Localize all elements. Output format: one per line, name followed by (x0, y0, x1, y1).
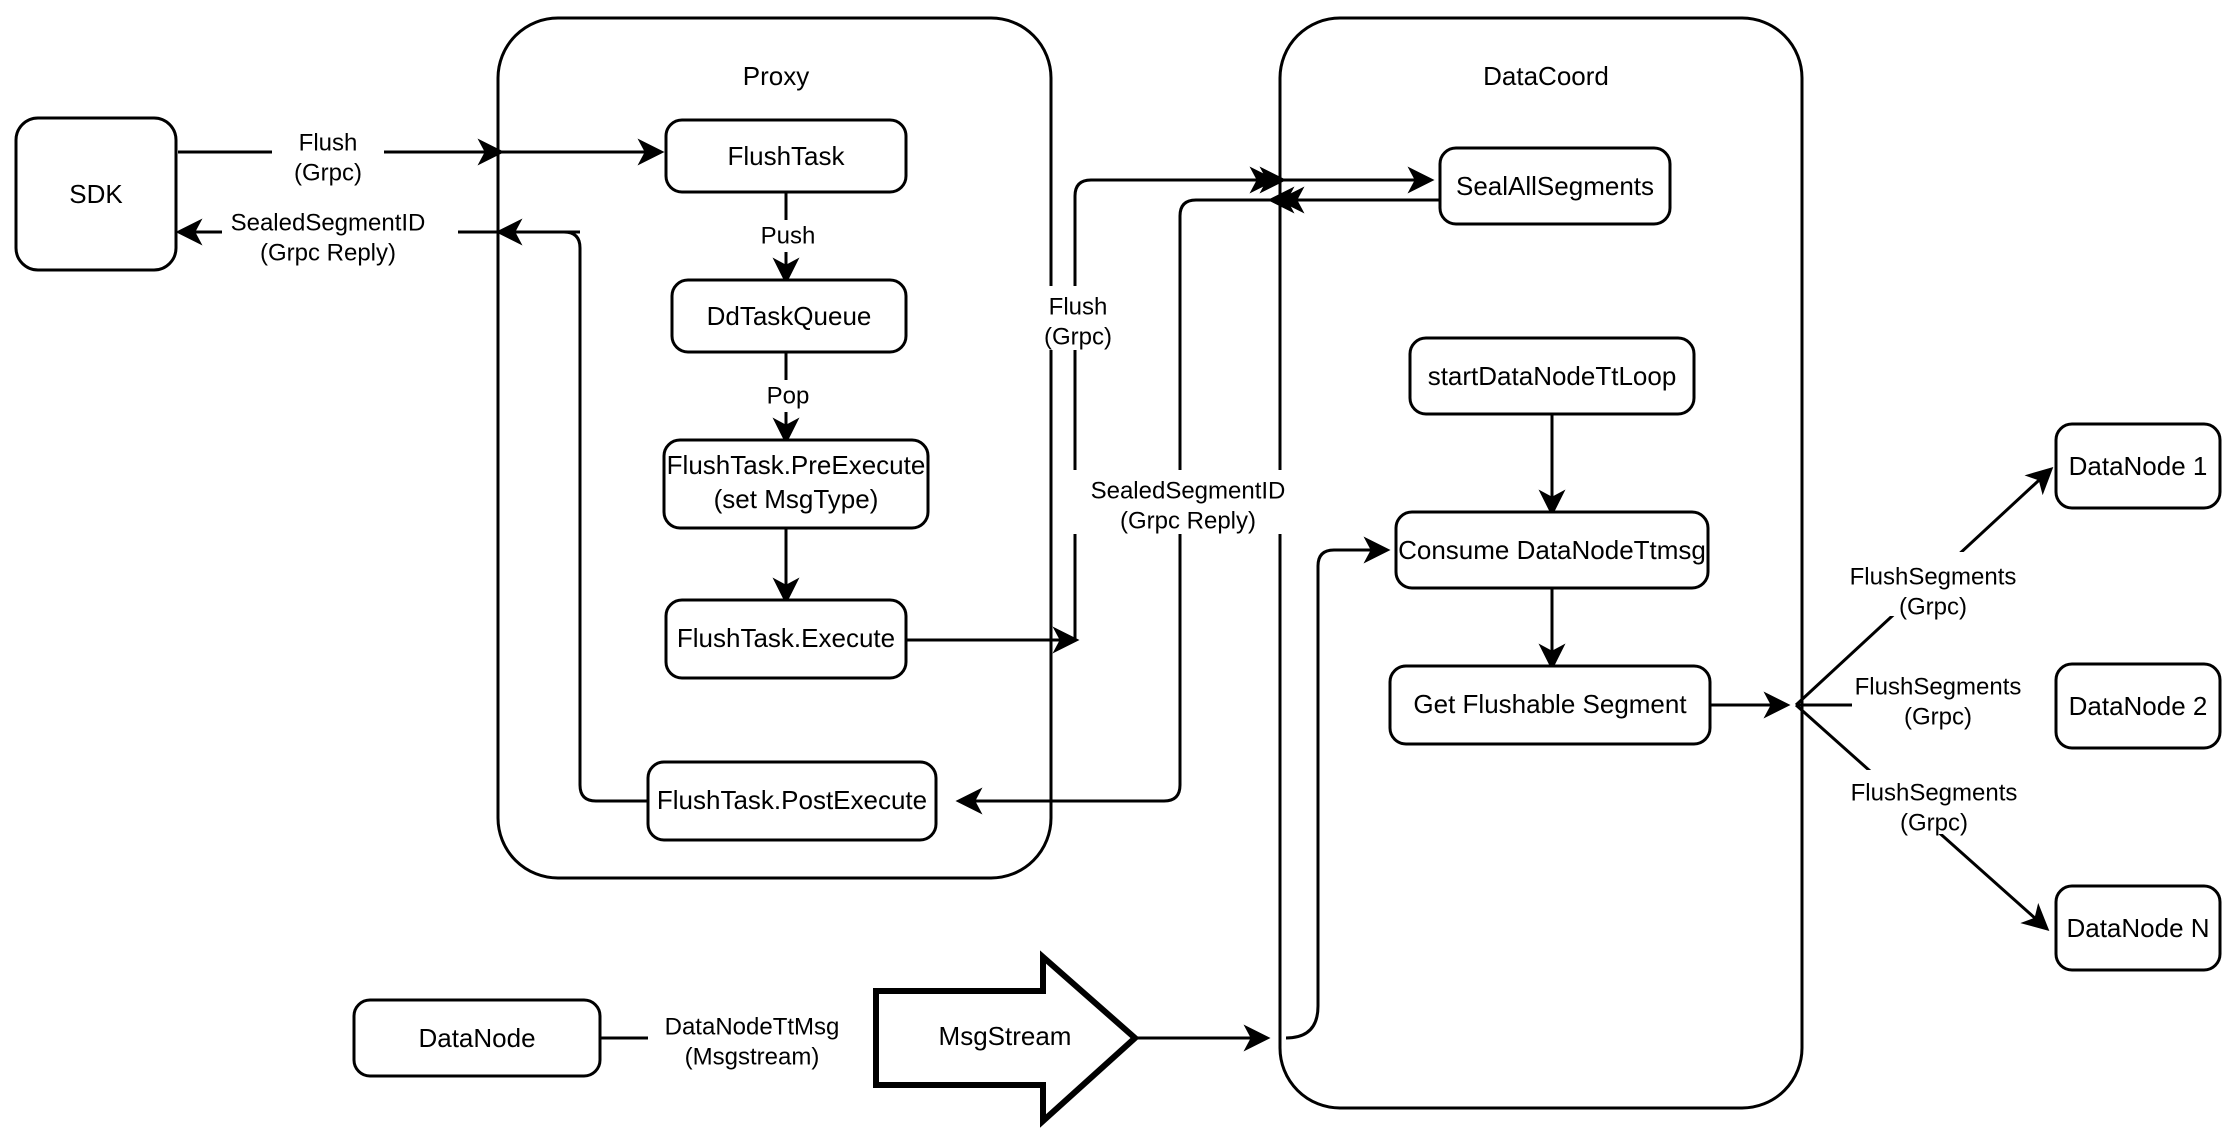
proxy-reply-line1: SealedSegmentID (1091, 477, 1286, 504)
ttmsg-line2: (Msgstream) (685, 1043, 820, 1070)
flushtask-label: FlushTask (727, 141, 845, 171)
pop-label: Pop (767, 382, 810, 409)
proxy-flush-line2: (Grpc) (1044, 323, 1112, 350)
node-postexecute[interactable]: FlushTask.PostExecute (646, 760, 938, 842)
label-sdk-reply: SealedSegmentID (Grpc Reply) (222, 202, 458, 266)
node-preexecute[interactable]: FlushTask.PreExecute (set MsgType) (662, 438, 930, 530)
getflushablesegment-label: Get Flushable Segment (1413, 689, 1687, 719)
proxy-title: Proxy (743, 61, 809, 91)
node-ddtaskqueue[interactable]: DdTaskQueue (670, 278, 908, 354)
datanoden-box[interactable] (2054, 884, 2222, 972)
consumedatanodettmsg-label: Consume DataNodeTtmsg (1398, 535, 1706, 565)
execute-label: FlushTask.Execute (677, 623, 895, 653)
datacoord-title: DataCoord (1483, 61, 1609, 91)
node-datanode-source[interactable]: DataNode (352, 998, 602, 1078)
proxy-flush-line1: Flush (1049, 293, 1108, 320)
preexecute-box[interactable] (662, 438, 930, 530)
node-execute[interactable]: FlushTask.Execute (664, 598, 908, 680)
push-label: Push (761, 222, 816, 249)
sealallsegments-box[interactable] (1438, 146, 1672, 226)
sdk-flush-line1: Flush (299, 129, 358, 156)
node-sdk[interactable]: SDK (14, 116, 178, 272)
edge-postexecute-to-sdk (560, 230, 648, 803)
label-sdk-flush: Flush (Grpc) (272, 122, 384, 186)
edge-fanout-datanode2: FlushSegments (Grpc) (1796, 662, 2062, 730)
edge-queue-to-preexecute: Pop (756, 352, 820, 445)
sdk-flush-line2: (Grpc) (294, 159, 362, 186)
sealallsegments-label: SealAllSegments (1456, 171, 1654, 201)
edge-datanode-to-msgstream: DataNodeTtMsg (Msgstream) (600, 1006, 872, 1070)
node-datanode-2[interactable]: DataNode 2 (2054, 662, 2222, 750)
preexecute-label-line1: FlushTask.PreExecute (667, 450, 926, 480)
flushsegments-n-line2: (Grpc) (1900, 809, 1968, 836)
datanoden-label: DataNode N (2066, 913, 2209, 943)
node-datanode-1[interactable]: DataNode 1 (2054, 422, 2222, 510)
datanode-source-label: DataNode (418, 1023, 535, 1053)
edge-datacoord-reply-to-proxy: SealedSegmentID (Grpc Reply) (955, 198, 1306, 815)
flushtask-box[interactable] (664, 118, 908, 194)
edge-fanout-datanoden: FlushSegments (Grpc) (1795, 703, 2058, 931)
flushsegments-1-line2: (Grpc) (1899, 593, 1967, 620)
node-sealallsegments[interactable]: SealAllSegments (1438, 146, 1672, 226)
edge-seal-in (1277, 166, 1440, 214)
datanode2-box[interactable] (2054, 662, 2222, 750)
node-datanode-n[interactable]: DataNode N (2054, 884, 2222, 972)
msgstream-label: MsgStream (939, 1021, 1072, 1051)
sdk-box[interactable] (14, 116, 178, 272)
flushsegments-2-line1: FlushSegments (1855, 673, 2022, 700)
msgstream-arrow-shape[interactable] (873, 950, 1140, 1128)
ddtaskqueue-label: DdTaskQueue (707, 301, 872, 331)
preexecute-label-line2: (set MsgType) (714, 484, 879, 514)
postexecute-label: FlushTask.PostExecute (657, 785, 927, 815)
ttmsg-line1: DataNodeTtMsg (665, 1013, 840, 1040)
node-flushtask[interactable]: FlushTask (664, 118, 908, 194)
node-getflushablesegment[interactable]: Get Flushable Segment (1388, 664, 1712, 746)
node-startdatanodettloop[interactable]: startDataNodeTtLoop (1408, 336, 1696, 416)
sdk-reply-line1: SealedSegmentID (231, 209, 426, 236)
sdk-label: SDK (69, 179, 123, 209)
datanode1-box[interactable] (2054, 422, 2222, 510)
proxy-reply-line2: (Grpc Reply) (1120, 507, 1256, 534)
node-consumedatanodettmsg[interactable]: Consume DataNodeTtmsg (1394, 510, 1710, 590)
datanode1-label: DataNode 1 (2069, 451, 2208, 481)
flushsegments-1-line1: FlushSegments (1850, 563, 2017, 590)
startdatanodettloop-label: startDataNodeTtLoop (1428, 361, 1677, 391)
proxy-boundary-arrows (440, 138, 560, 246)
sdk-reply-line2: (Grpc Reply) (260, 239, 396, 266)
edge-msgstream-into-datacoord (1135, 536, 1391, 1052)
datanode2-label: DataNode 2 (2069, 691, 2208, 721)
ddtaskqueue-box[interactable] (670, 278, 908, 354)
node-msgstream[interactable]: MsgStream (873, 950, 1140, 1128)
edge-fanout-datanode1: FlushSegments (Grpc) (1794, 466, 2058, 707)
flushsegments-n-line1: FlushSegments (1851, 779, 2018, 806)
edge-proxy-flush-to-datacoord: Flush (Grpc) (1022, 166, 1277, 640)
execute-box[interactable] (664, 598, 908, 680)
edge-flushtask-to-queue: Push (748, 192, 828, 285)
flushsegments-2-line2: (Grpc) (1904, 703, 1972, 730)
